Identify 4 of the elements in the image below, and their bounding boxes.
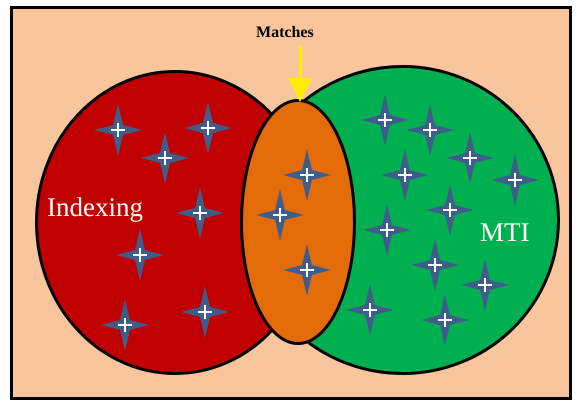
arrow xyxy=(288,46,312,102)
set-label: MTI xyxy=(480,217,530,248)
set-label: Indexing xyxy=(47,192,143,223)
callout-label: Matches xyxy=(256,24,314,42)
